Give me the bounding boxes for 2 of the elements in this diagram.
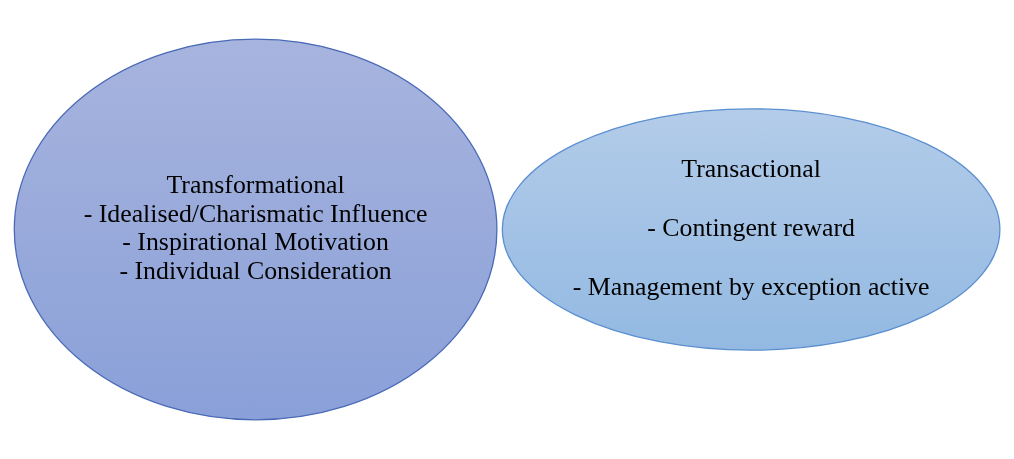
node-ellipse: Transformational - Idealised/Charismatic Influence - Inspirational Motivation - Individual Consideration <box>13 38 498 421</box>
node-ellipse: Transactional - Contingent reward - Management by exception active <box>501 108 1001 351</box>
